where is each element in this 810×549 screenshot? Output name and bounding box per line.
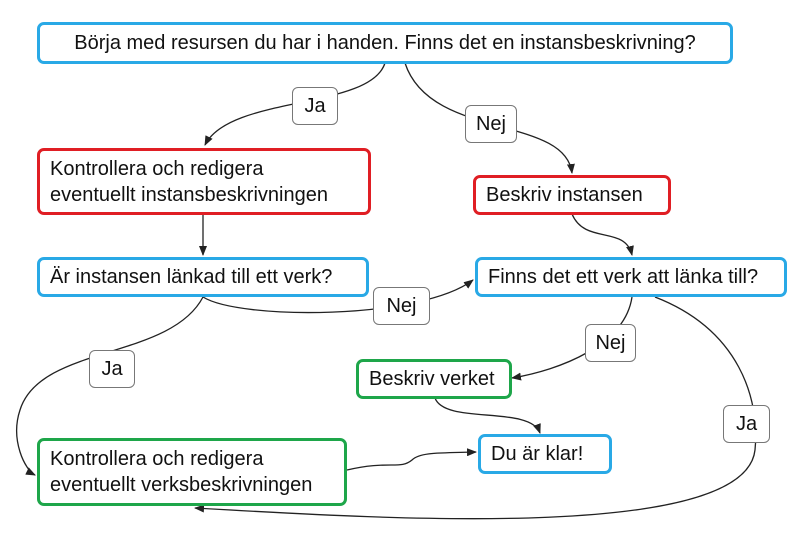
edge-label-start-no: Nej — [465, 105, 517, 143]
edge-label-linked-no: Nej — [373, 287, 430, 325]
edge-linked-yes-to-edit-work — [16, 296, 204, 476]
edge-label-linked-yes: Ja — [89, 350, 135, 388]
node-edit-instance: Kontrollera och redigera eventuellt inst… — [37, 148, 371, 215]
node-describe-work: Beskriv verket — [356, 359, 512, 399]
edge-edit-work-to-done — [346, 448, 477, 471]
edge-label-start-yes: Ja — [292, 87, 338, 125]
edge-describe-to-work-to-link — [571, 213, 634, 256]
node-done: Du är klar! — [478, 434, 612, 474]
node-start-question: Börja med resursen du har i handen. Finn… — [37, 22, 733, 64]
node-instance-linked-question: Är instansen länkad till ett verk? — [37, 257, 369, 297]
node-edit-work: Kontrollera och redigera eventuellt verk… — [37, 438, 347, 506]
edge-linked-no-to-work-to-link — [202, 279, 474, 314]
edge-label-work-no: Nej — [585, 324, 636, 362]
edge-work-yes-to-edit-work — [194, 296, 757, 520]
node-work-to-link-question: Finns det ett verk att länka till? — [475, 257, 787, 297]
edge-describe-work-to-done — [434, 397, 541, 434]
node-describe-instance: Beskriv instansen — [473, 175, 671, 215]
edge-label-work-yes: Ja — [723, 405, 770, 443]
